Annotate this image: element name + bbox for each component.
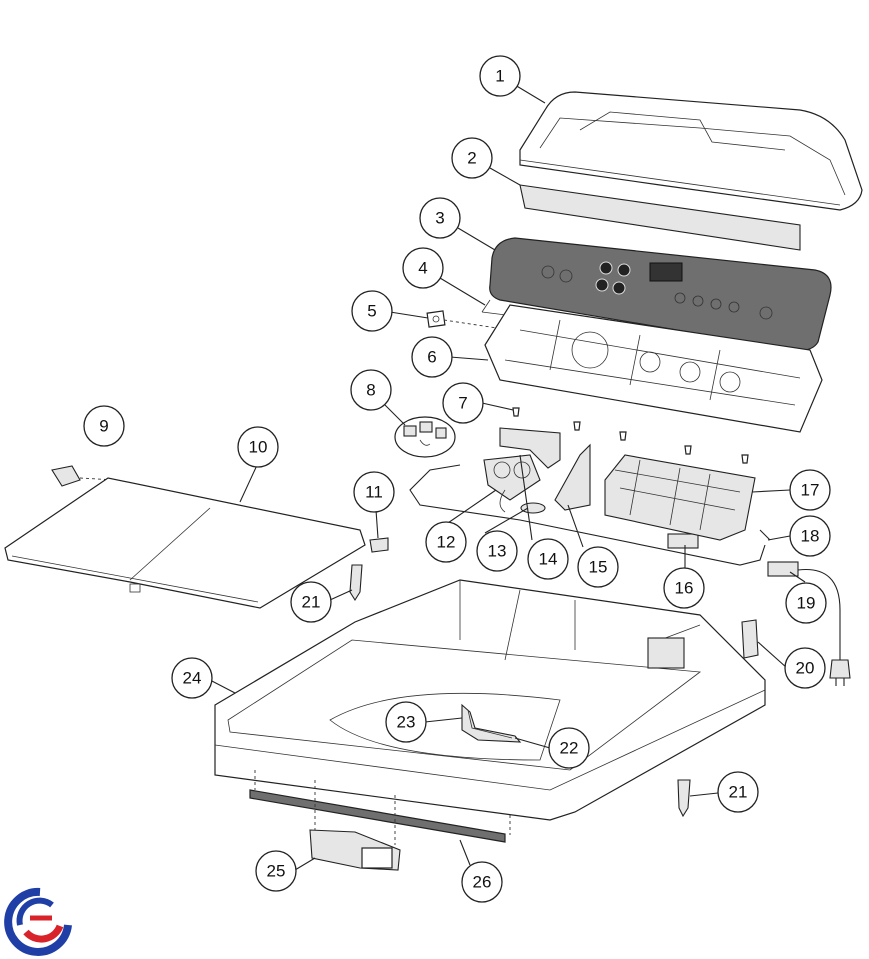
leader-lines xyxy=(209,84,806,871)
part-valve-bracket xyxy=(499,427,561,469)
callout-24: 24 xyxy=(171,657,213,699)
svg-text:22: 22 xyxy=(560,739,579,758)
part-switch-assembly xyxy=(309,780,401,871)
callout-21-bottom: 21 xyxy=(717,771,759,813)
part-trim-strip xyxy=(519,184,801,251)
callout-15: 15 xyxy=(577,546,619,588)
part-connector-group xyxy=(394,416,456,458)
svg-text:21: 21 xyxy=(302,593,321,612)
part-lid-switch xyxy=(369,509,389,553)
callout-19: 19 xyxy=(785,582,827,624)
callout-26: 26 xyxy=(461,861,503,903)
svg-text:21: 21 xyxy=(729,783,748,802)
svg-text:20: 20 xyxy=(796,659,815,678)
svg-text:5: 5 xyxy=(367,302,376,321)
callout-16: 16 xyxy=(663,567,705,609)
svg-text:11: 11 xyxy=(365,483,383,502)
callout-25: 25 xyxy=(255,850,297,892)
svg-text:9: 9 xyxy=(99,417,108,436)
svg-text:7: 7 xyxy=(458,394,467,413)
callout-7: 7 xyxy=(442,382,484,424)
svg-text:25: 25 xyxy=(267,862,286,881)
callout-18: 18 xyxy=(789,515,831,557)
callout-4: 4 xyxy=(402,247,444,289)
callout-13: 13 xyxy=(476,530,518,572)
svg-text:13: 13 xyxy=(488,542,507,561)
svg-text:23: 23 xyxy=(397,713,416,732)
callout-14: 14 xyxy=(527,538,569,580)
svg-text:4: 4 xyxy=(418,259,427,278)
svg-text:16: 16 xyxy=(675,579,694,598)
svg-text:18: 18 xyxy=(801,527,820,546)
part-console-back xyxy=(519,91,863,211)
svg-text:15: 15 xyxy=(589,558,608,577)
callout-9: 9 xyxy=(83,405,125,447)
svg-text:14: 14 xyxy=(539,550,558,569)
callout-11: 11 xyxy=(353,471,395,513)
svg-text:26: 26 xyxy=(473,873,492,892)
svg-text:10: 10 xyxy=(249,438,268,457)
part-valve-washer xyxy=(520,502,546,514)
callout-12: 12 xyxy=(425,521,467,563)
svg-text:6: 6 xyxy=(427,348,436,367)
callout-3: 3 xyxy=(419,197,461,239)
svg-text:8: 8 xyxy=(366,381,375,400)
part-wire-rod xyxy=(409,464,766,566)
part-rod-end xyxy=(759,529,771,541)
part-top-cabinet xyxy=(214,579,766,821)
part-control-board xyxy=(604,454,756,541)
part-lid xyxy=(4,477,366,609)
callout-22: 22 xyxy=(548,727,590,769)
part-shield-plate xyxy=(554,443,591,511)
part-side-bracket xyxy=(741,619,759,659)
callout-5: 5 xyxy=(351,290,393,332)
callout-23: 23 xyxy=(385,701,427,743)
svg-text:24: 24 xyxy=(183,669,202,688)
callout-1: 1 xyxy=(479,55,521,97)
part-hinge-pin-top xyxy=(349,564,363,602)
svg-text:3: 3 xyxy=(435,209,444,228)
brand-logo-icon xyxy=(4,887,72,956)
part-control-panel xyxy=(489,237,832,351)
part-lid-hinge-left xyxy=(51,465,116,487)
svg-text:1: 1 xyxy=(495,67,504,86)
svg-text:19: 19 xyxy=(797,594,816,613)
callout-2: 2 xyxy=(451,137,493,179)
part-hinge-pin-bottom xyxy=(677,779,691,818)
part-screws xyxy=(512,407,749,464)
callout-6: 6 xyxy=(411,336,453,378)
part-console-frame xyxy=(484,304,823,433)
callout-21-top: 21 xyxy=(290,581,332,623)
callout-10: 10 xyxy=(237,426,279,468)
callout-20: 20 xyxy=(784,647,826,689)
callout-17: 17 xyxy=(789,469,831,511)
part-front-trim xyxy=(249,770,511,843)
svg-text:2: 2 xyxy=(467,149,476,168)
svg-text:17: 17 xyxy=(801,481,820,500)
svg-text:12: 12 xyxy=(437,533,456,552)
callout-8: 8 xyxy=(350,369,392,411)
